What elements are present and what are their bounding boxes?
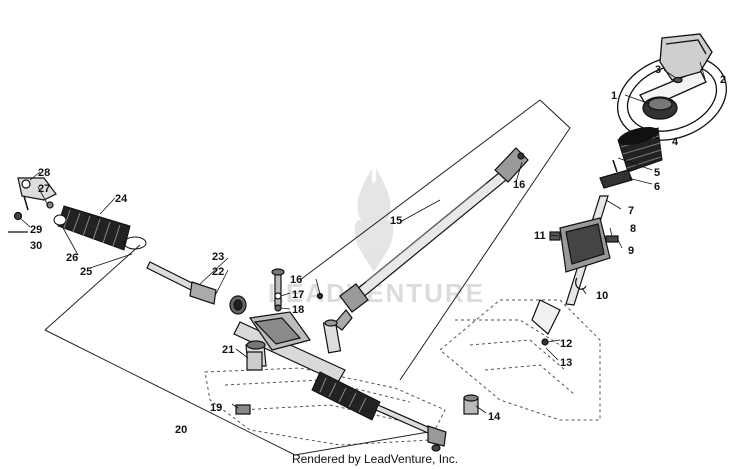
watermark-flame-icon — [354, 168, 394, 272]
leader-lines — [19, 61, 706, 414]
horn-cap — [659, 33, 713, 84]
label-16-upper: 16 — [513, 179, 525, 191]
label-13: 13 — [560, 357, 572, 369]
label-9: 9 — [628, 245, 634, 257]
rack-hardware — [235, 268, 285, 415]
watermark: LEADVENTURE — [268, 168, 483, 308]
label-11: 11 — [534, 230, 546, 242]
bellows-right — [311, 371, 381, 421]
label-22: 22 — [212, 266, 224, 278]
label-2: 2 — [720, 74, 726, 86]
label-30: 30 — [30, 240, 42, 252]
part-labels: 1 2 3 4 5 6 7 8 9 10 11 12 13 14 15 16 1… — [30, 64, 726, 436]
assembly-boundary — [44, 99, 571, 456]
label-28: 28 — [38, 167, 50, 179]
label-29: 29 — [30, 224, 42, 236]
label-23: 23 — [212, 251, 224, 263]
footer-credit: Rendered by LeadVenture, Inc. — [291, 452, 459, 466]
steering-column — [531, 195, 619, 335]
label-5: 5 — [654, 167, 660, 179]
label-6: 6 — [654, 181, 660, 193]
chassis-floor-right — [439, 299, 601, 421]
bellows-left — [53, 205, 147, 251]
small-hardware — [463, 338, 549, 415]
label-21: 21 — [222, 344, 234, 356]
label-1: 1 — [611, 90, 617, 102]
tie-rod-end-left — [8, 177, 57, 233]
label-14: 14 — [488, 411, 501, 423]
steering-wheel — [616, 55, 728, 141]
tie-rod-right — [375, 404, 447, 452]
column-boot — [617, 126, 663, 173]
label-4: 4 — [672, 136, 679, 148]
label-3: 3 — [655, 64, 661, 76]
label-7: 7 — [628, 205, 634, 217]
label-20: 20 — [175, 424, 187, 436]
column-ring — [599, 159, 633, 189]
label-12: 12 — [560, 338, 572, 350]
label-27: 27 — [38, 183, 50, 195]
label-24: 24 — [115, 193, 128, 205]
label-16-lower: 16 — [290, 274, 302, 286]
intermediate-shaft — [316, 147, 529, 331]
tie-rod-left — [146, 261, 247, 315]
label-25: 25 — [80, 266, 92, 278]
label-18: 18 — [292, 304, 304, 316]
label-10: 10 — [596, 290, 608, 302]
steering-rack — [233, 311, 346, 383]
label-8: 8 — [630, 223, 636, 235]
label-17: 17 — [292, 289, 304, 301]
label-15: 15 — [390, 215, 402, 227]
label-26: 26 — [66, 252, 78, 264]
label-19: 19 — [210, 402, 222, 414]
